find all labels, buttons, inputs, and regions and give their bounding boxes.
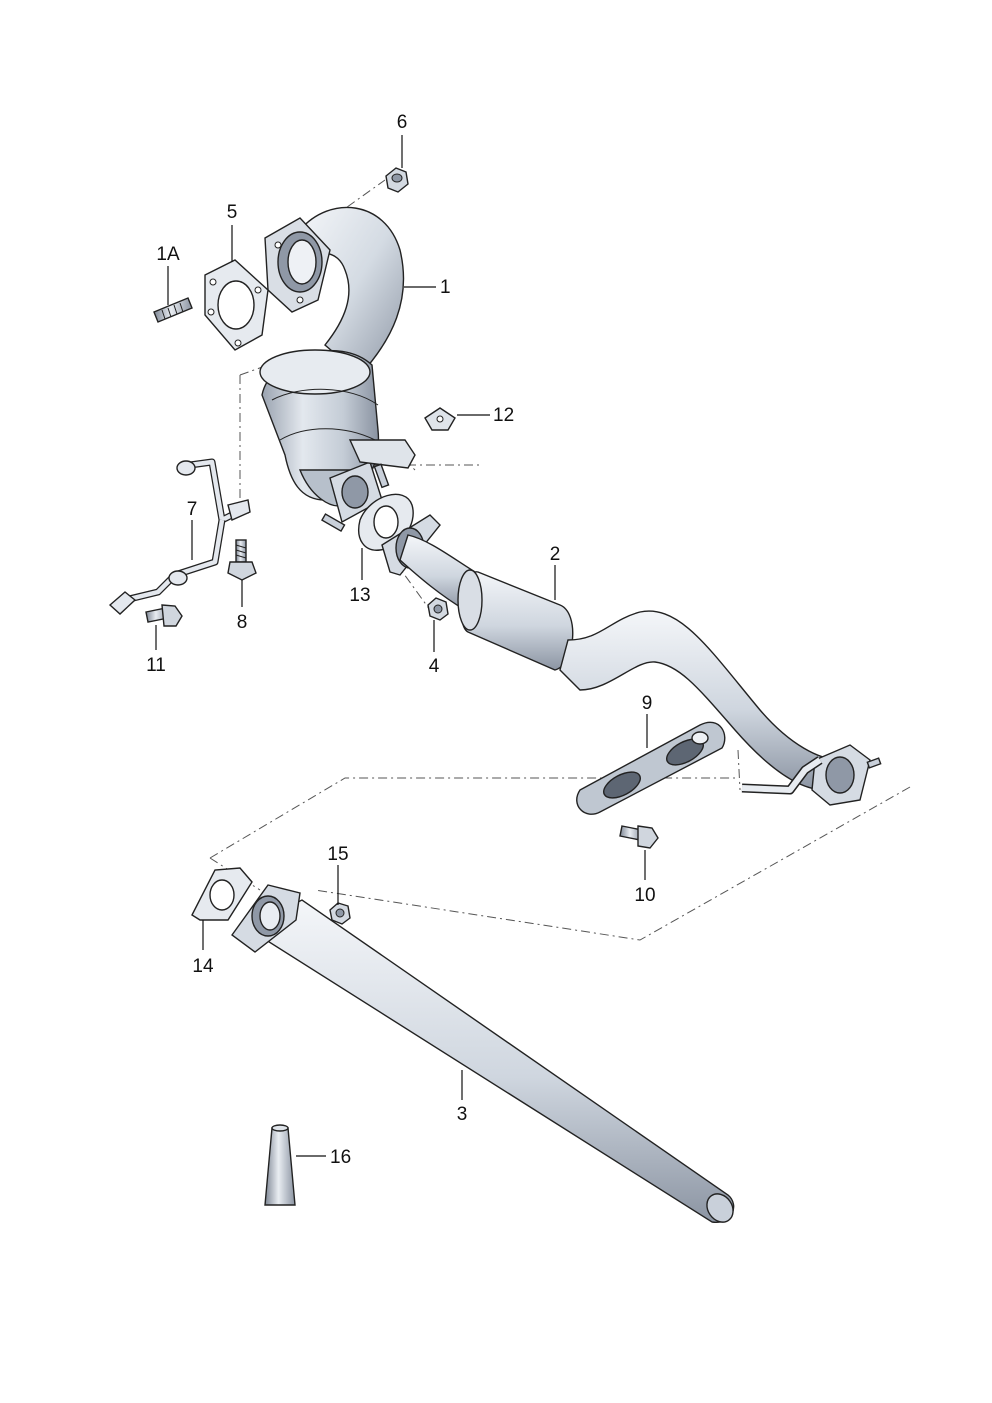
label-5: 5: [227, 202, 238, 223]
label-6: 6: [397, 112, 408, 133]
label-10: 10: [634, 885, 655, 906]
label-1a: 1A: [156, 244, 180, 265]
bolt-11: [145, 604, 183, 627]
label-16: 16: [330, 1147, 351, 1168]
gasket-14: [191, 867, 253, 921]
plate-12: [424, 407, 456, 431]
support-rod-7: [108, 458, 251, 615]
label-4: 4: [429, 656, 440, 677]
label-1: 1: [440, 277, 451, 298]
intermediate-pipe-2: [381, 514, 882, 806]
label-9: 9: [642, 693, 653, 714]
label-2: 2: [550, 544, 561, 565]
bolt-8: [227, 539, 257, 581]
label-12: 12: [493, 405, 514, 426]
label-3: 3: [457, 1104, 468, 1125]
nut-15: [329, 902, 351, 925]
label-15: 15: [327, 844, 348, 865]
tail-pipe-3: [231, 884, 735, 1223]
nut-6: [385, 167, 409, 193]
gasket-5: [204, 259, 269, 351]
label-14: 14: [192, 956, 214, 977]
label-7: 7: [187, 499, 198, 520]
bolt-10: [619, 825, 659, 849]
leader-lines: [155, 135, 648, 1157]
label-8: 8: [237, 612, 248, 633]
tail-tip-16: [264, 1124, 296, 1206]
hanger-9: [576, 721, 726, 815]
stud-1a: [153, 297, 193, 323]
label-11: 11: [146, 655, 166, 676]
nut-4: [427, 597, 449, 621]
catalytic-converter-front-pipe: [259, 206, 416, 533]
part-labels: 6 5 1A 1 12 7 8 11 13 2 4 9 10 15 14 3 1…: [146, 112, 655, 1168]
label-13: 13: [349, 585, 370, 606]
